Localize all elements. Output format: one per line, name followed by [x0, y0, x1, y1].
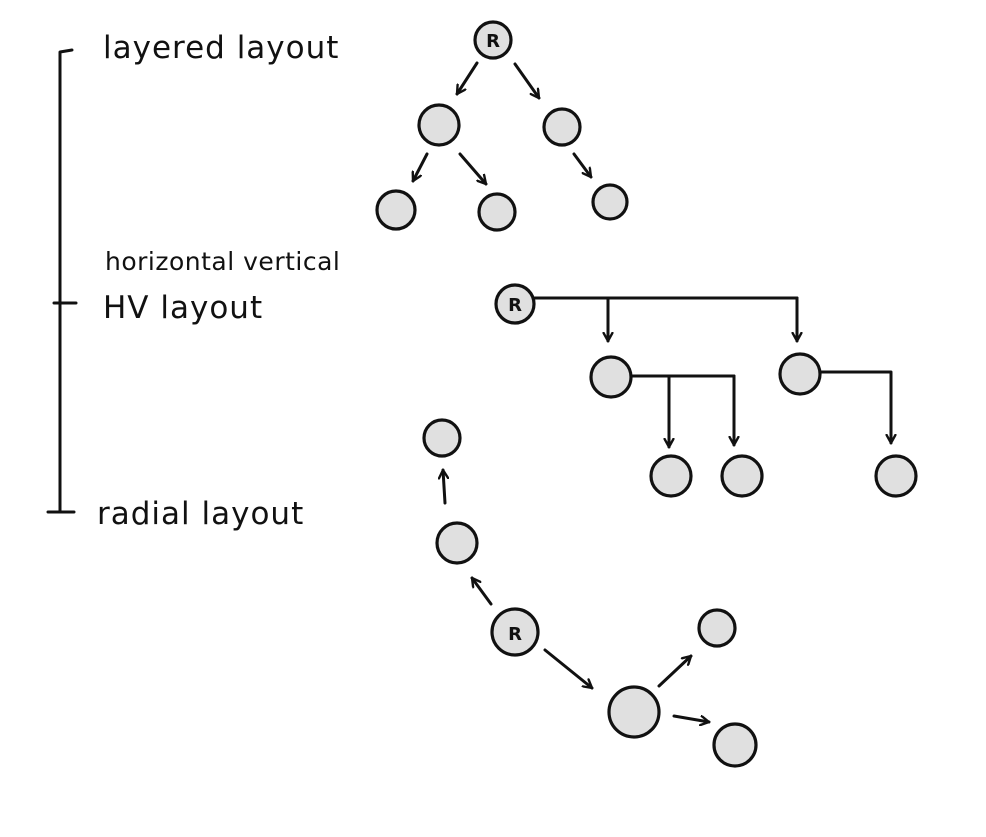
hv-leaf-node: [649, 454, 693, 498]
radial-layout-tree: R: [422, 418, 758, 768]
radial-root-node: [490, 607, 540, 657]
hv-root-label: R: [508, 295, 522, 316]
layered-leaf-node: [477, 192, 517, 232]
hv-child-node-left: [589, 355, 633, 399]
layered-root-label: R: [486, 31, 500, 52]
radial-leaf-node-top: [422, 418, 462, 458]
layered-edge-root-right: [513, 62, 541, 100]
layered-layout-label: layered layout: [103, 30, 339, 66]
radial-leaf-node: [697, 608, 737, 648]
radial-layout-label: radial layout: [97, 496, 304, 532]
radial-edge-hub-leaf2: [672, 714, 711, 722]
radial-edge-hub-leaf1: [657, 654, 693, 688]
layered-leaf-node: [591, 183, 629, 221]
radial-root-label: R: [508, 624, 522, 645]
hv-layout-tree: R: [494, 283, 918, 498]
layered-child-node-right: [542, 107, 582, 147]
layered-child-node-left: [417, 103, 461, 147]
hv-leaf-node: [874, 454, 918, 498]
layered-edge-left-leaf1: [411, 152, 429, 183]
hv-leaf-node: [720, 454, 764, 498]
radial-child-node-up: [435, 521, 479, 565]
layered-root-node: [473, 20, 513, 60]
layered-layout-tree: R: [375, 20, 629, 232]
layered-edge-root-left: [455, 61, 479, 96]
hv-edge-child2-leaf: [819, 370, 891, 445]
category-bracket: [46, 48, 78, 514]
radial-edge-root-up: [470, 576, 493, 606]
hv-root-node: [494, 283, 536, 325]
layered-leaf-node: [375, 189, 417, 231]
radial-edge-up-top: [443, 468, 445, 505]
hv-child-node-right: [778, 352, 822, 396]
hv-layout-label: HV layout: [103, 290, 263, 326]
layered-edge-left-leaf2: [458, 152, 488, 186]
radial-edge-root-down: [543, 648, 594, 690]
layered-edge-right-leaf: [572, 152, 593, 179]
radial-leaf-node: [712, 722, 758, 768]
bracket-spine: [58, 48, 74, 514]
hv-subtitle-label: horizontal vertical: [105, 247, 340, 276]
radial-child-node-hub: [607, 685, 661, 739]
